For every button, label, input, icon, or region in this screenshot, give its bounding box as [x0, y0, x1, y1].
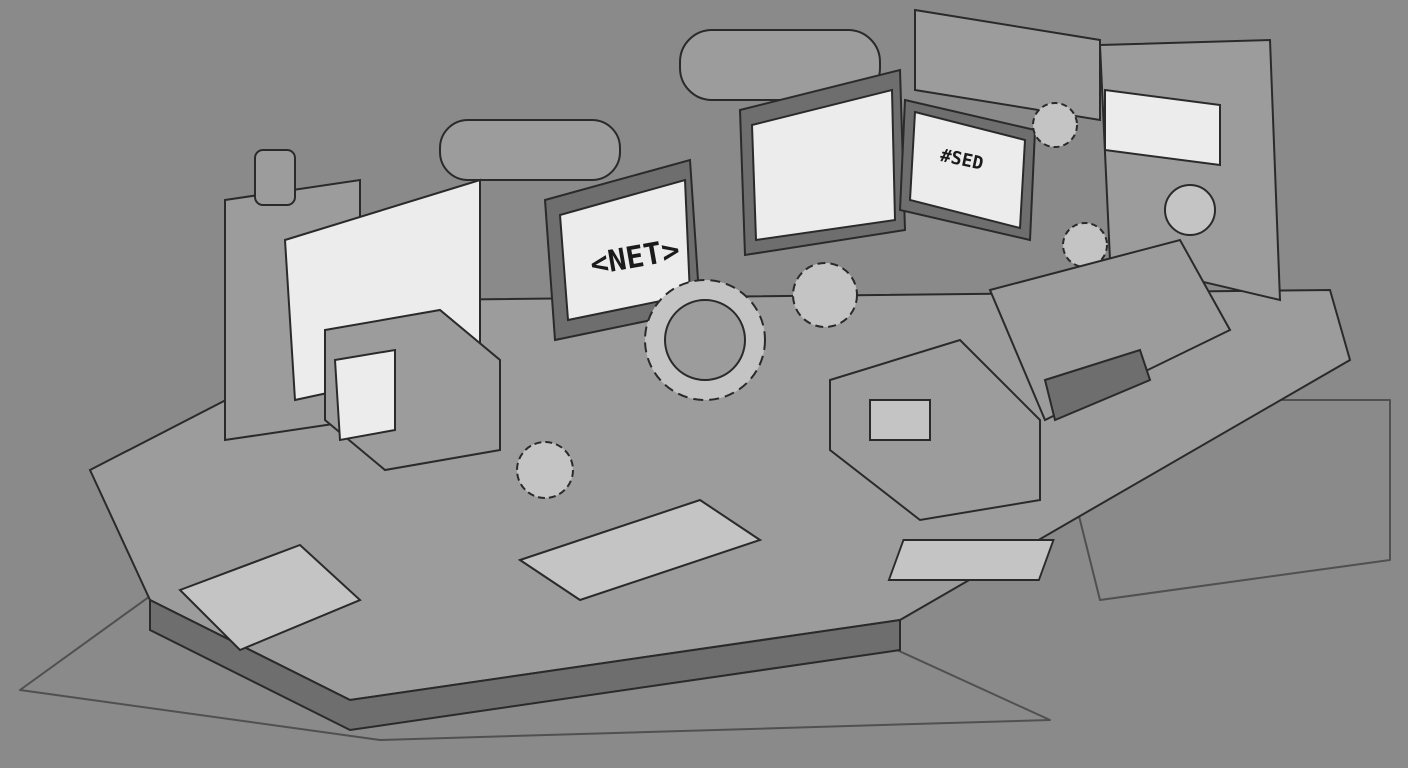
back-cylinders	[439, 29, 881, 181]
right-control-panel	[988, 238, 1232, 422]
top-right-unit	[914, 8, 1282, 302]
back-monitor	[738, 68, 907, 257]
central-box	[324, 308, 501, 472]
right-laptop: #SED	[898, 98, 1037, 242]
center-monitor: <NET>	[543, 158, 702, 342]
front-machine	[829, 338, 1041, 522]
panel-right	[887, 539, 1055, 581]
keyboard-left	[178, 543, 362, 652]
keyboard-center	[517, 498, 763, 602]
gears	[516, 102, 1108, 499]
